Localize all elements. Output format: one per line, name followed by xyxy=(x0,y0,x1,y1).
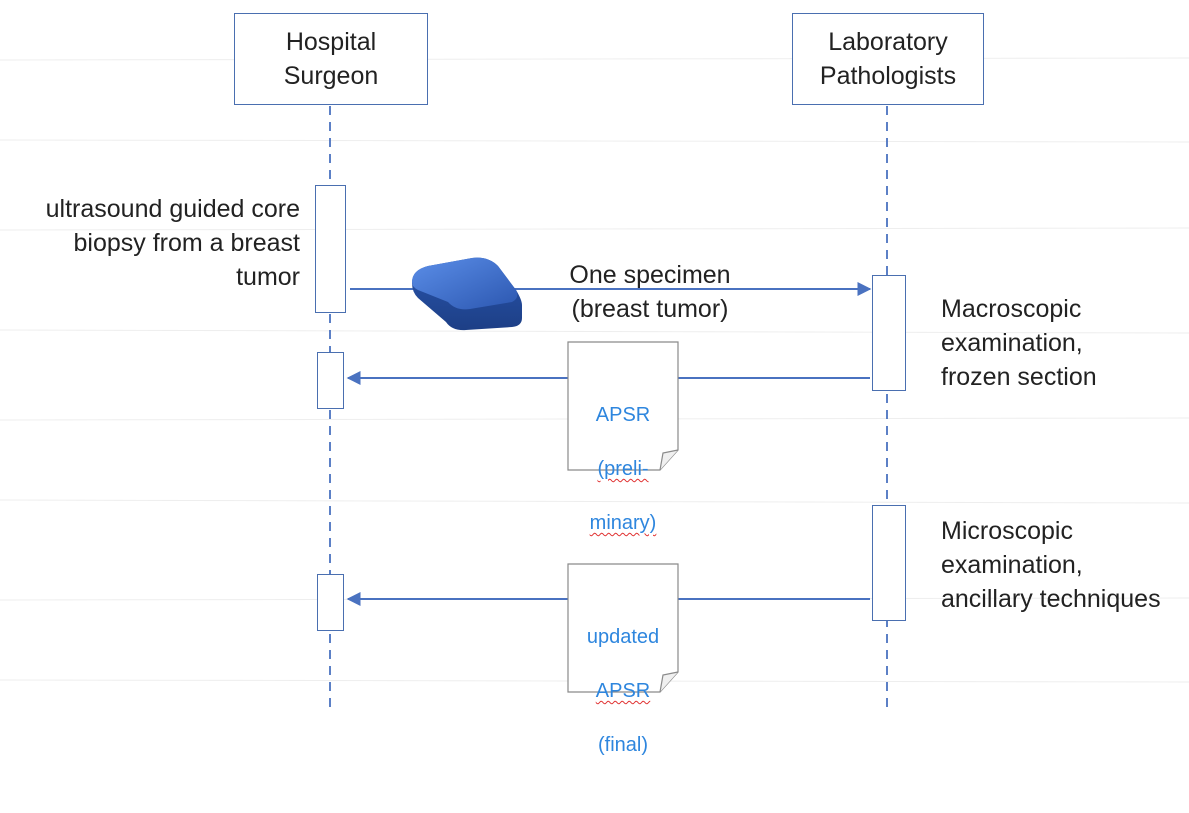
surgeon-activation-final xyxy=(317,574,344,631)
preliminary-report-text: APSR (preli- minary) xyxy=(568,342,678,534)
preliminary-report-document xyxy=(567,341,679,471)
macroscopic-note: Macroscopic examination, frozen section xyxy=(941,295,1097,391)
diagram-canvas xyxy=(329,106,888,711)
preliminary-doc-line1: APSR xyxy=(595,404,651,426)
pathologists-activation-microscopic xyxy=(872,505,906,621)
surgeon-lifeline-header: Hospital Surgeon xyxy=(234,13,428,105)
surgeon-activation-biopsy xyxy=(315,185,346,313)
final-doc-line1: updated xyxy=(586,626,660,648)
surgeon-activation-preliminary xyxy=(317,352,344,409)
preliminary-doc-line2: (preli- xyxy=(597,458,649,480)
pathologists-activation-macroscopic xyxy=(872,275,906,391)
specimen-block-icon xyxy=(412,257,522,331)
surgeon-title: Hospital Surgeon xyxy=(283,28,379,90)
final-doc-line2: APSR xyxy=(595,680,651,702)
pathologists-title: Laboratory Pathologists xyxy=(819,28,957,90)
pathologists-lifeline-header: Laboratory Pathologists xyxy=(792,13,984,105)
specimen-message-label: One specimen (breast tumor) xyxy=(569,261,731,323)
biopsy-note: ultrasound guided core biopsy from a bre… xyxy=(45,195,300,291)
final-doc-line3: (final) xyxy=(597,734,648,756)
preliminary-doc-line3: minary) xyxy=(589,512,657,534)
microscopic-note: Microscopic examination, ancillary techn… xyxy=(941,517,1161,613)
final-report-document xyxy=(567,563,679,693)
final-report-text: updated APSR (final) xyxy=(568,564,678,756)
